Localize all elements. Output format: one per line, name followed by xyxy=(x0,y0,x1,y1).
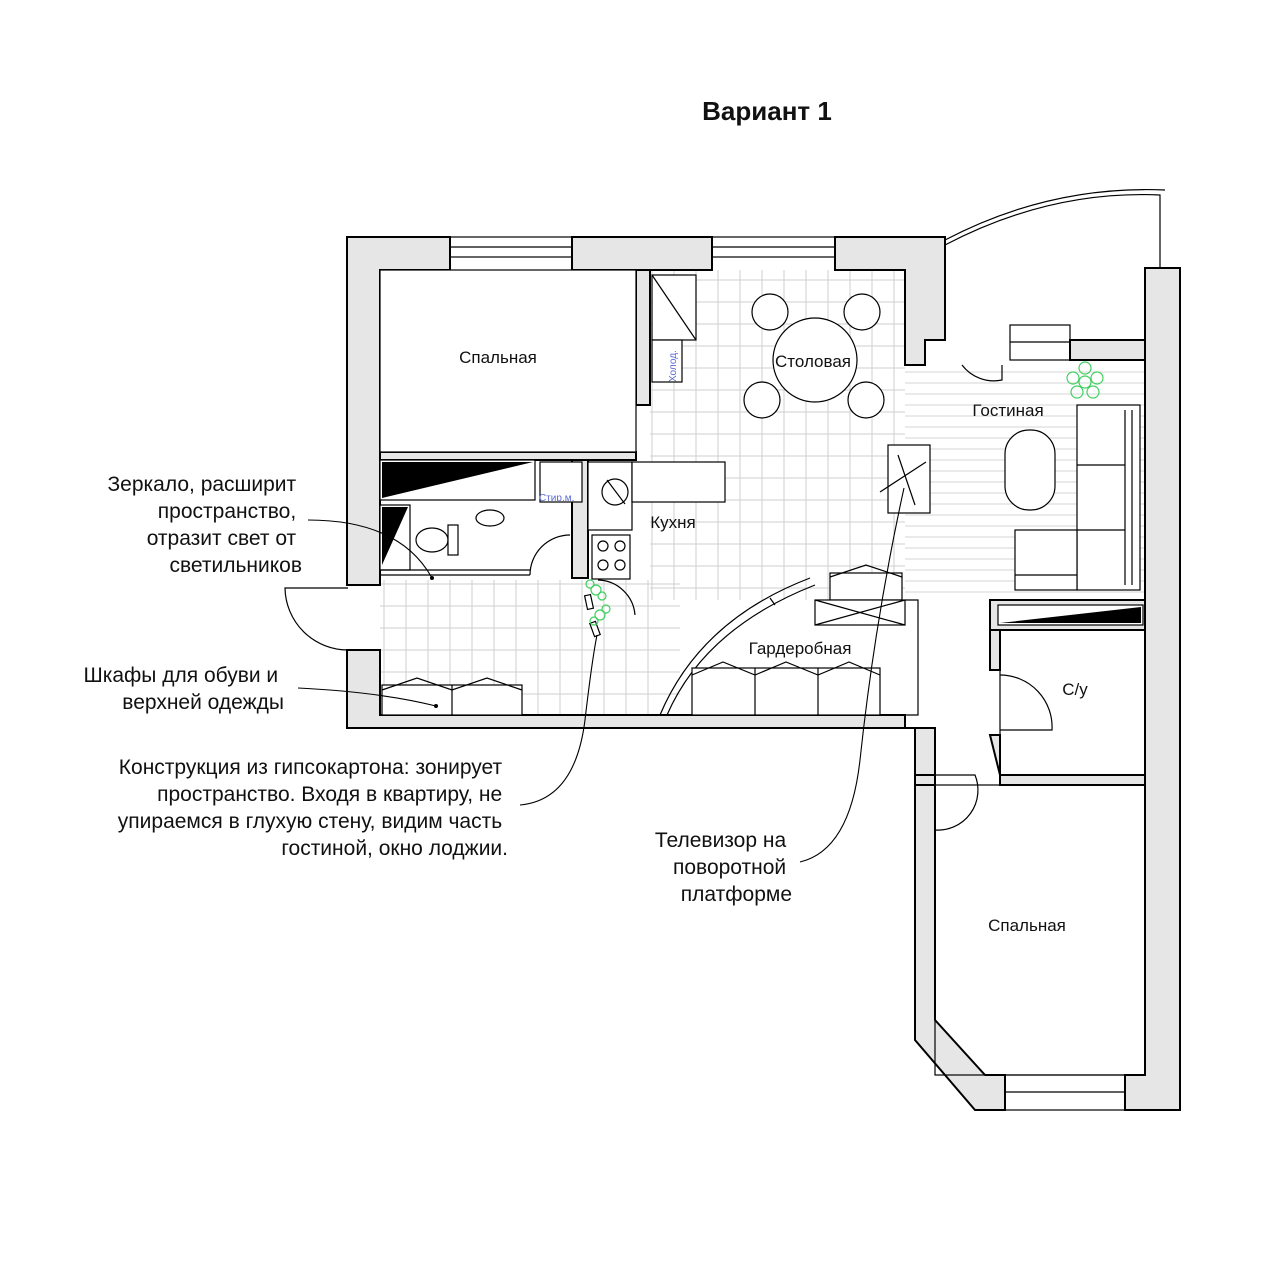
cabinets xyxy=(381,564,906,716)
note-mirror-line-4: светильников xyxy=(169,554,302,577)
room-labels: Спальная Столовая Гостиная Кухня Гардеро… xyxy=(459,348,1088,935)
living-furniture xyxy=(1004,404,1141,591)
plan-title: Вариант 1 xyxy=(702,96,832,126)
note-drywall: Конструкция из гипсокартона: зонирует пр… xyxy=(118,756,508,860)
room-label-kitchen: Кухня xyxy=(650,513,696,532)
plants xyxy=(585,361,1104,626)
fridge-label: Холод. xyxy=(668,350,679,382)
note-mirror: Зеркало, расширит пространство, отразит … xyxy=(107,473,302,577)
note-drywall-line-3: упираемся в глухую стену, видим часть xyxy=(118,810,502,833)
note-drywall-line-2: пространство. Входя в квартиру, не xyxy=(157,783,502,806)
drywall-construction xyxy=(583,593,601,638)
annotations: Зеркало, расширит пространство, отразит … xyxy=(83,473,792,906)
windows xyxy=(449,189,1166,1111)
note-drywall-line-4: гостиной, окно лоджии. xyxy=(281,837,508,860)
note-tv-line-1: Телевизор на xyxy=(655,829,787,852)
note-tv-line-3: платформе xyxy=(681,883,792,906)
leader-lines xyxy=(297,487,905,863)
room-label-dining: Столовая xyxy=(775,352,851,371)
note-shoes: Шкафы для обуви и верхней одежды xyxy=(83,664,284,714)
note-tv-line-2: поворотной xyxy=(673,856,786,879)
room-label-wardrobe: Гардеробная xyxy=(749,639,852,658)
note-shoes-line-1: Шкафы для обуви и xyxy=(83,664,278,687)
room-label-bedroom-top: Спальная xyxy=(459,348,537,367)
note-tv: Телевизор на поворотной платформе xyxy=(655,829,792,906)
note-drywall-line-1: Конструкция из гипсокартона: зонирует xyxy=(119,756,503,779)
note-mirror-line-3: отразит свет от xyxy=(147,527,297,550)
room-label-bedroom-bottom: Спальная xyxy=(988,916,1066,935)
room-label-living: Гостиная xyxy=(972,401,1043,420)
kitchen-furniture xyxy=(379,269,931,580)
partitions xyxy=(379,459,1146,1076)
room-label-wc: С/у xyxy=(1062,680,1088,699)
note-mirror-line-2: пространство, xyxy=(158,500,296,523)
note-shoes-line-2: верхней одежды xyxy=(122,691,284,714)
washer-label: Стир.м. xyxy=(539,493,574,504)
note-mirror-line-1: Зеркало, расширит xyxy=(107,473,296,496)
